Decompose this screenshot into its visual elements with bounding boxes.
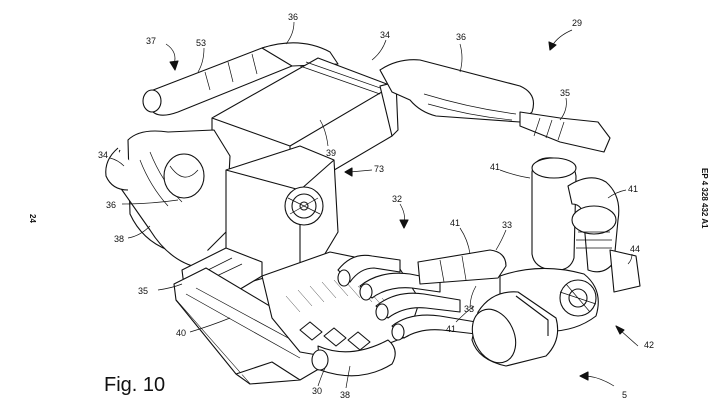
ref-36-left: 36	[106, 200, 116, 210]
figure-label: Fig. 10	[104, 374, 165, 396]
page-number: 24	[28, 214, 37, 223]
ref-32: 32	[392, 194, 402, 204]
ref-38-bottom: 38	[340, 390, 350, 400]
turbo-ducts-41	[531, 157, 641, 293]
ref-34-top: 34	[380, 30, 390, 40]
ref-41-center: 41	[450, 218, 460, 228]
lower-cooler-40	[173, 247, 335, 385]
ref-41-lower: 41	[446, 324, 456, 334]
intake-assembly-left	[105, 129, 231, 269]
reference-arrows	[165, 29, 639, 387]
ref-42: 42	[644, 340, 654, 350]
ref-34-left: 34	[98, 150, 108, 160]
publication-number: EP 4 328 432 A1	[700, 168, 709, 229]
turbocharger-42	[471, 267, 599, 367]
ref-33-lower: 33	[464, 304, 474, 314]
ref-5: 5	[622, 390, 627, 400]
ref-39: 39	[326, 148, 336, 158]
ref-41-right: 41	[628, 184, 638, 194]
ref-36-right: 36	[456, 32, 466, 42]
ref-35-right: 35	[560, 88, 570, 98]
ref-33-upper: 33	[502, 220, 512, 230]
reference-numerals: 36 37 53 34 36 29 35 34 39 73 36 38 32 4…	[98, 12, 654, 400]
ref-29: 29	[572, 18, 582, 28]
ref-30: 30	[312, 386, 322, 396]
leader-lines	[109, 21, 633, 389]
engine-assembly	[105, 42, 641, 385]
ref-36-top: 36	[288, 12, 298, 22]
ref-38-left: 38	[114, 234, 124, 244]
ref-53: 53	[196, 38, 206, 48]
ref-37: 37	[146, 36, 156, 46]
exhaust-pipes	[337, 249, 507, 341]
ref-44: 44	[630, 244, 640, 254]
intake-duct-36-right	[379, 59, 611, 153]
engine-block	[225, 145, 339, 283]
ref-73: 73	[374, 164, 384, 174]
ref-41-mid: 41	[490, 162, 500, 172]
ref-35-left: 35	[138, 286, 148, 296]
ref-40: 40	[176, 328, 186, 338]
